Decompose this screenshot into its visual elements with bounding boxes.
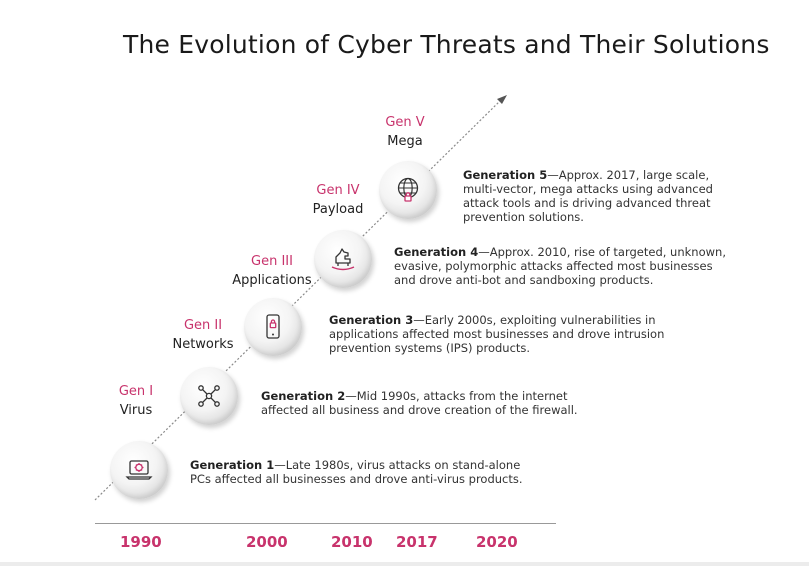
gen3-text3: prevention systems (IPS) products.	[329, 341, 531, 355]
gen1-text: —Late 1980s, virus attacks on stand-alon…	[274, 458, 521, 472]
gen5-number: Gen V	[385, 115, 425, 130]
gen3-label: Gen III Applications	[232, 252, 312, 290]
gen5-heading: Generation 5	[463, 168, 548, 182]
gen2-number: Gen II	[183, 318, 223, 333]
gen5-text4: prevention solutions.	[463, 210, 584, 224]
gen3-circle	[244, 298, 302, 356]
year-2000: 2000	[246, 533, 288, 551]
globe-lock-icon	[397, 177, 419, 202]
gen3-description: Generation 3—Early 2000s, exploiting vul…	[329, 313, 709, 355]
gen4-heading: Generation 4	[394, 245, 479, 259]
gen1-description: Generation 1—Late 1980s, virus attacks o…	[190, 458, 550, 486]
bottom-divider	[0, 562, 809, 566]
gen4-description: Generation 4—Approx. 2010, rise of targe…	[394, 245, 784, 287]
year-2010: 2010	[331, 533, 373, 551]
gen2-label: Gen II Networks	[170, 316, 236, 354]
gen2-circle	[180, 367, 238, 425]
page-title: The Evolution of Cyber Threats and Their…	[123, 30, 770, 59]
timeline-axis	[95, 523, 556, 524]
gen3-heading: Generation 3	[329, 313, 414, 327]
gen4-label: Gen IV Payload	[308, 181, 368, 219]
gen5-text2: multi-vector, mega attacks using advance…	[463, 182, 713, 196]
gen1-number: Gen I	[118, 384, 154, 399]
gen5-description: Generation 5—Approx. 2017, large scale, …	[463, 168, 763, 224]
gen4-number: Gen IV	[316, 183, 360, 198]
gen3-name: Applications	[232, 273, 312, 288]
gen2-text: —Mid 1990s, attacks from the internet	[345, 389, 568, 403]
gen1-text2: PCs affected all businesses and drove an…	[190, 472, 523, 486]
gen4-name: Payload	[312, 202, 364, 217]
gen1-heading: Generation 1	[190, 458, 275, 472]
year-2017: 2017	[396, 533, 438, 551]
virus-laptop-icon	[125, 460, 153, 480]
gen5-text3: attack tools and is driving advanced thr…	[463, 196, 711, 210]
gen1-name: Virus	[119, 403, 153, 418]
gen4-text: —Approx. 2010, rise of targeted, unknown…	[478, 245, 726, 259]
gen4-text3: and drove anti-bot and sandboxing produc…	[394, 273, 654, 287]
gen2-name: Networks	[172, 337, 234, 352]
gen2-description: Generation 2—Mid 1990s, attacks from the…	[261, 389, 621, 417]
gen3-text: —Early 2000s, exploiting vulnerabilities…	[413, 313, 656, 327]
network-nodes-icon	[198, 385, 220, 407]
gen5-name: Mega	[387, 134, 423, 149]
gen1-circle	[110, 441, 168, 499]
trojan-horse-icon	[331, 248, 355, 271]
gen5-text: —Approx. 2017, large scale,	[547, 168, 710, 182]
gen3-number: Gen III	[251, 254, 293, 269]
gen4-text2: evasive, polymorphic attacks affected mo…	[394, 259, 713, 273]
year-2020: 2020	[476, 533, 518, 551]
gen2-text2: affected all business and drove creation…	[261, 403, 578, 417]
gen3-text2: applications affected most businesses an…	[329, 327, 665, 341]
gen4-circle	[314, 230, 372, 288]
gen2-heading: Generation 2	[261, 389, 346, 403]
gen5-circle	[379, 161, 437, 219]
mobile-lock-icon	[266, 314, 280, 339]
gen5-label: Gen V Mega	[380, 113, 430, 151]
gen1-label: Gen I Virus	[112, 382, 160, 420]
year-1990: 1990	[120, 533, 162, 551]
